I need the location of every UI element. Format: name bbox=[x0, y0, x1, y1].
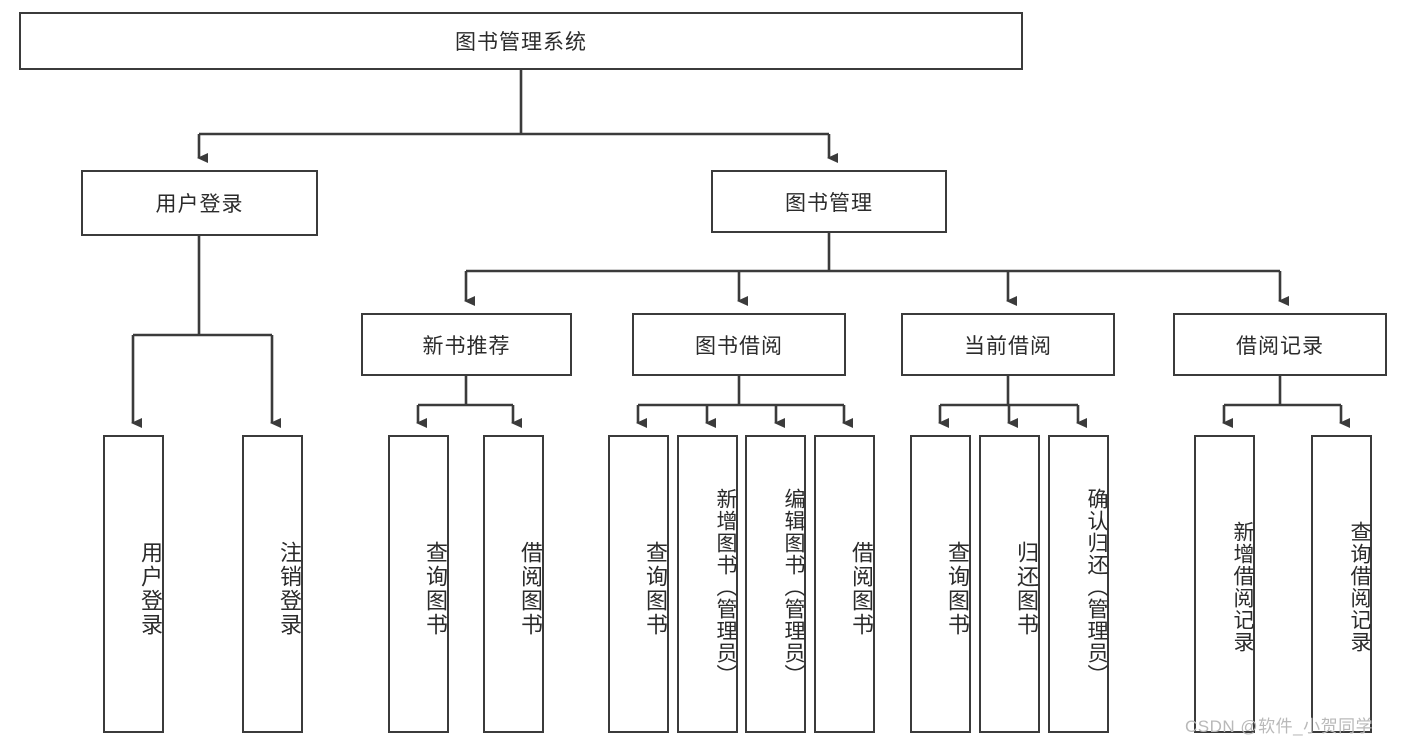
leaf-query-book-borrow[interactable]: 查询图书 bbox=[608, 435, 669, 733]
csdn-watermark: CSDN @软件_小贺同学 bbox=[1185, 717, 1374, 736]
leaf-query-book-current[interactable]: 查询图书 bbox=[910, 435, 971, 733]
leaf-query-borrow-record[interactable]: 查询借阅记录 bbox=[1311, 435, 1372, 733]
leaf-return-book[interactable]: 归还图书 bbox=[979, 435, 1040, 733]
node-root[interactable]: 图书管理系统 bbox=[19, 12, 1023, 70]
leaf-user-login[interactable]: 用户登录 bbox=[103, 435, 164, 733]
node-borrow-record[interactable]: 借阅记录 bbox=[1173, 313, 1387, 376]
leaf-add-borrow-record[interactable]: 新增借阅记录 bbox=[1194, 435, 1255, 733]
node-user-login[interactable]: 用户登录 bbox=[81, 170, 318, 236]
node-book-management[interactable]: 图书管理 bbox=[711, 170, 947, 233]
leaf-query-book-newbook[interactable]: 查询图书 bbox=[388, 435, 449, 733]
leaf-logout[interactable]: 注销登录 bbox=[242, 435, 303, 733]
leaf-add-book-admin[interactable]: 新增图书（管理员） bbox=[677, 435, 738, 733]
leaf-edit-book-admin[interactable]: 编辑图书（管理员） bbox=[745, 435, 806, 733]
leaf-borrow-book-newbook[interactable]: 借阅图书 bbox=[483, 435, 544, 733]
node-book-borrow[interactable]: 图书借阅 bbox=[632, 313, 846, 376]
node-new-book-recommend[interactable]: 新书推荐 bbox=[361, 313, 572, 376]
node-current-borrow[interactable]: 当前借阅 bbox=[901, 313, 1115, 376]
leaf-borrow-book[interactable]: 借阅图书 bbox=[814, 435, 875, 733]
leaf-confirm-return-admin[interactable]: 确认归还（管理员） bbox=[1048, 435, 1109, 733]
